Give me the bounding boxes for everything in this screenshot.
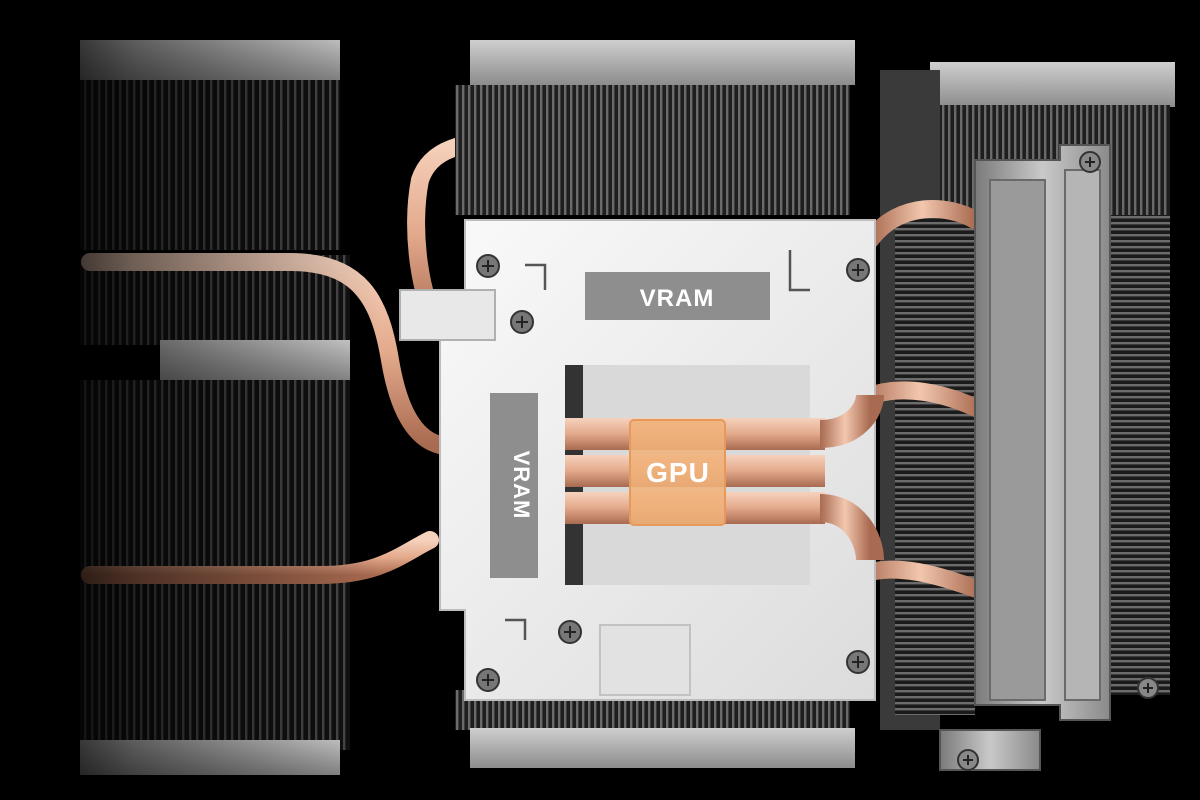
screw-icon bbox=[846, 650, 870, 674]
screw-icon bbox=[1079, 151, 1101, 173]
vram-left-text: VRAM bbox=[509, 451, 534, 520]
screw-icon bbox=[476, 668, 500, 692]
center-heatsink-cap-bottom bbox=[470, 728, 855, 768]
vram-left-box bbox=[490, 393, 538, 578]
left-fade-overlay bbox=[0, 0, 380, 800]
screw-icon bbox=[846, 258, 870, 282]
right-heatsink-fins-left bbox=[895, 215, 975, 715]
vram-top-label: VRAM bbox=[585, 272, 770, 320]
vram-top-box bbox=[585, 272, 770, 320]
screws bbox=[476, 151, 1159, 771]
screw-icon bbox=[957, 749, 979, 771]
center-heatsink-cap-top bbox=[470, 40, 855, 85]
screw-icon bbox=[476, 254, 500, 278]
right-bracket bbox=[939, 144, 1111, 771]
screw-icon bbox=[1137, 677, 1159, 699]
gpu-box bbox=[629, 419, 726, 526]
right-heatsink-cap-top bbox=[930, 62, 1175, 107]
right-heatsink-fins-side bbox=[1105, 215, 1170, 695]
gpu-label: GPU bbox=[629, 419, 726, 526]
vram-top-text: VRAM bbox=[640, 285, 715, 312]
screw-icon bbox=[558, 620, 582, 644]
vram-left-label: VRAM bbox=[490, 393, 538, 578]
gpu-text: GPU bbox=[646, 457, 710, 488]
screw-icon bbox=[510, 310, 534, 334]
